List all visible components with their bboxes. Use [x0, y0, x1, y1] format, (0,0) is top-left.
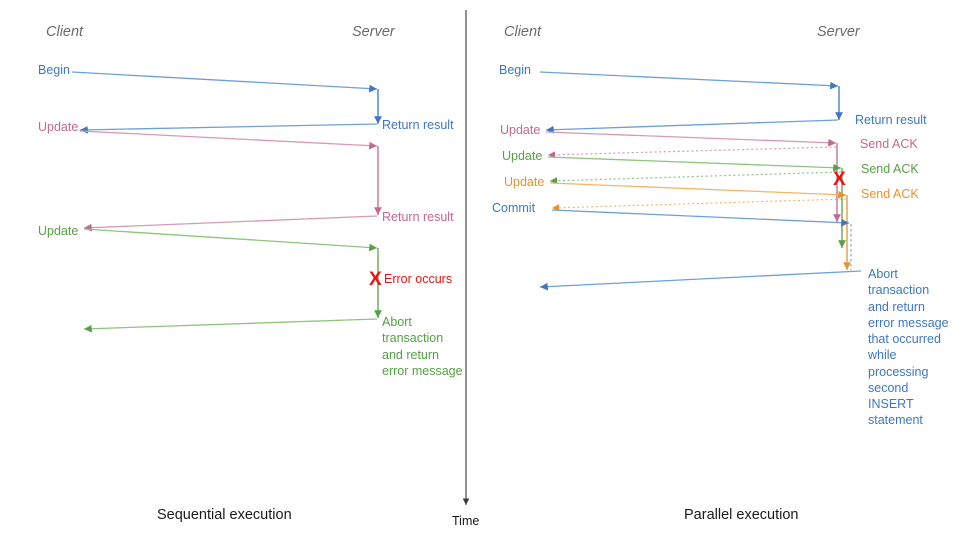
- caption-sequential: Sequential execution: [157, 507, 292, 523]
- abort-line: Abort: [868, 267, 898, 281]
- abort-line: INSERT: [868, 397, 914, 411]
- arrow-ack3-dotted-p: [551, 198, 847, 212]
- arrow-update2-request: [83, 228, 378, 252]
- label-return-result1-left: Return result: [382, 118, 454, 132]
- label-return-result-right: Return result: [855, 113, 927, 127]
- abort-line: Abort: [382, 315, 412, 329]
- label-commit-right: Commit: [492, 201, 536, 215]
- label-update2-left: Update: [38, 224, 79, 238]
- arrow-abort-green: [83, 318, 378, 333]
- label-send-ack2-right: Send ACK: [861, 162, 919, 176]
- abort-block-left: Abort transaction and return error messa…: [382, 314, 472, 379]
- abort-line: error message: [868, 315, 949, 330]
- error-x-marker-left: X: [369, 269, 382, 290]
- label-return-result2-left: Return result: [382, 210, 454, 224]
- actor-client-right: Client: [504, 24, 542, 40]
- time-axis-label: Time: [452, 514, 480, 528]
- actor-client-left: Client: [46, 24, 84, 40]
- abort-line: processing: [868, 364, 929, 379]
- label-begin-left: Begin: [38, 63, 70, 77]
- sequential-panel-arrows: [71, 71, 382, 333]
- parallel-panel-arrows: [539, 71, 862, 291]
- caption-parallel: Parallel execution: [684, 507, 799, 523]
- abort-line: transaction: [382, 331, 444, 346]
- arrow-update1-request: [79, 130, 378, 150]
- arrow-update2-request-p: [547, 156, 842, 172]
- arrow-ack1-dotted-p: [547, 146, 837, 159]
- abort-line: that occurred: [868, 332, 941, 346]
- arrow-return-result-blue-p: [545, 119, 839, 134]
- label-update3-right: Update: [504, 175, 545, 189]
- abort-line: error message: [382, 363, 463, 378]
- abort-line: transaction: [868, 283, 930, 298]
- label-update2-right: Update: [502, 149, 543, 163]
- abort-line: second: [868, 380, 909, 395]
- arrow-return-result-pink: [83, 215, 378, 232]
- arrow-update3-request-p: [549, 182, 847, 199]
- label-update1-right: Update: [500, 123, 541, 137]
- abort-line: while: [868, 348, 897, 363]
- label-begin-right: Begin: [499, 63, 531, 77]
- label-error-occurs-left: Error occurs: [384, 272, 453, 286]
- abort-line: and return: [868, 299, 925, 314]
- error-x-marker-right: X: [833, 169, 846, 190]
- abort-block-right: Abort transaction and return error messa…: [868, 266, 954, 429]
- arrow-begin-request-p: [539, 71, 839, 90]
- abort-line: statement: [868, 413, 923, 428]
- label-send-ack1-right: Send ACK: [860, 137, 918, 151]
- label-send-ack3-right: Send ACK: [861, 187, 919, 201]
- label-update1-left: Update: [38, 120, 79, 134]
- arrow-abort-return-p: [539, 270, 862, 291]
- actor-server-left: Server: [352, 24, 395, 40]
- actor-server-right: Server: [817, 24, 860, 40]
- abort-line: and return: [382, 347, 439, 362]
- arrow-begin-request: [71, 71, 378, 93]
- arrow-commit-request-p: [551, 209, 850, 227]
- arrow-update1-request-p: [545, 131, 837, 147]
- arrow-ack2-dotted-p: [549, 171, 842, 185]
- arrow-return-result-blue: [79, 123, 378, 134]
